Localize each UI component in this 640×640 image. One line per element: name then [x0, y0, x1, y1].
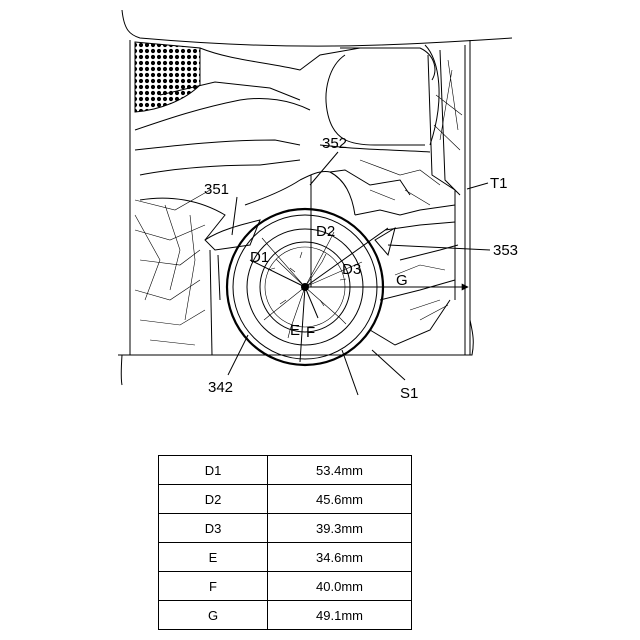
label-d3: D3 — [342, 261, 361, 278]
table-row: F 40.0mm — [159, 572, 412, 601]
label-351: 351 — [204, 181, 229, 198]
dimension-value: 49.1mm — [268, 601, 412, 630]
dimension-table: D1 53.4mm D2 45.6mm D3 39.3mm E 34.6mm F… — [158, 455, 412, 630]
dimension-value: 53.4mm — [268, 456, 412, 485]
dimension-name: G — [159, 601, 268, 630]
table-row: G 49.1mm — [159, 601, 412, 630]
technical-drawing: T1 351 352 353 D1 D2 D3 E F G 342 P S1 — [0, 0, 640, 400]
label-e: E — [290, 322, 300, 339]
dimension-name: D2 — [159, 485, 268, 514]
dimension-value: 40.0mm — [268, 572, 412, 601]
table-row: D3 39.3mm — [159, 514, 412, 543]
label-p: P — [354, 397, 364, 400]
dimension-name: F — [159, 572, 268, 601]
dimension-name: E — [159, 543, 268, 572]
label-g: G — [396, 272, 408, 289]
callout-labels: T1 351 352 353 D1 D2 D3 E F G 342 P S1 — [204, 135, 518, 400]
dimension-name: D1 — [159, 456, 268, 485]
dimension-name: D3 — [159, 514, 268, 543]
table-row: E 34.6mm — [159, 543, 412, 572]
label-f: F — [306, 324, 315, 341]
label-t1: T1 — [490, 175, 508, 192]
dimension-value: 45.6mm — [268, 485, 412, 514]
label-d2: D2 — [316, 223, 335, 240]
dimension-value: 34.6mm — [268, 543, 412, 572]
label-353: 353 — [493, 242, 518, 259]
table-row: D2 45.6mm — [159, 485, 412, 514]
label-d1: D1 — [250, 249, 269, 266]
label-s1: S1 — [400, 385, 418, 400]
table-row: D1 53.4mm — [159, 456, 412, 485]
dimension-value: 39.3mm — [268, 514, 412, 543]
label-352: 352 — [322, 135, 347, 152]
label-342: 342 — [208, 379, 233, 396]
